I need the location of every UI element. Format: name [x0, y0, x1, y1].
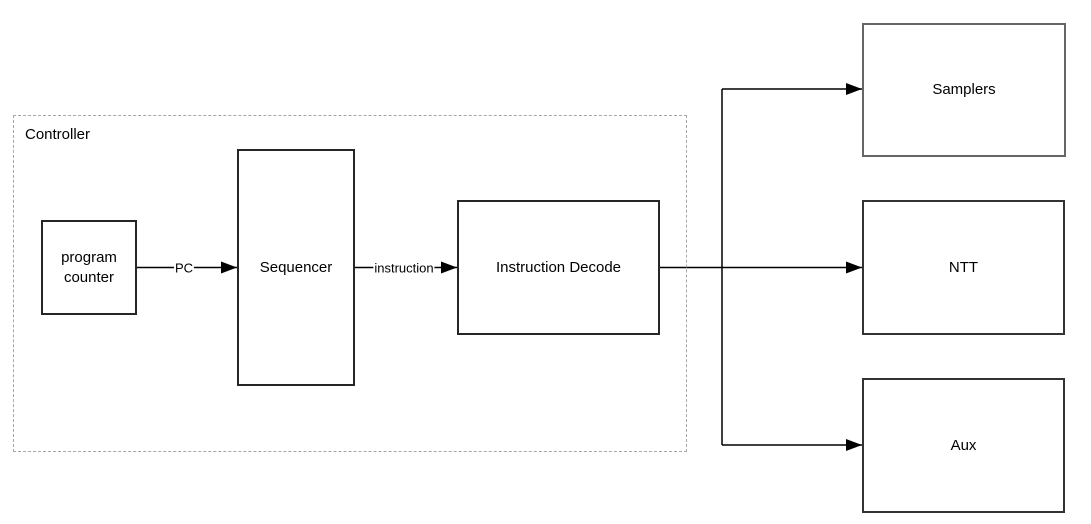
node-instruction-decode-label: Instruction Decode	[495, 258, 622, 276]
controller-group-label: Controller	[25, 126, 91, 143]
node-aux: Aux	[862, 378, 1065, 513]
node-sequencer-label: Sequencer	[259, 258, 333, 276]
controller-group: Controller	[13, 115, 687, 452]
node-program-counter-label: program counter	[61, 248, 117, 286]
node-program-counter: program counter	[41, 220, 137, 315]
node-samplers-label: Samplers	[932, 81, 996, 98]
node-instruction-decode: Instruction Decode	[457, 200, 660, 335]
node-aux-label: Aux	[950, 436, 977, 454]
node-ntt-label: NTT	[948, 258, 979, 276]
edge-label-pc: PC	[173, 260, 195, 276]
node-ntt: NTT	[862, 200, 1065, 335]
edge-label-instruction: instruction	[373, 260, 435, 276]
node-samplers: Samplers	[862, 23, 1066, 157]
node-sequencer: Sequencer	[237, 149, 355, 386]
